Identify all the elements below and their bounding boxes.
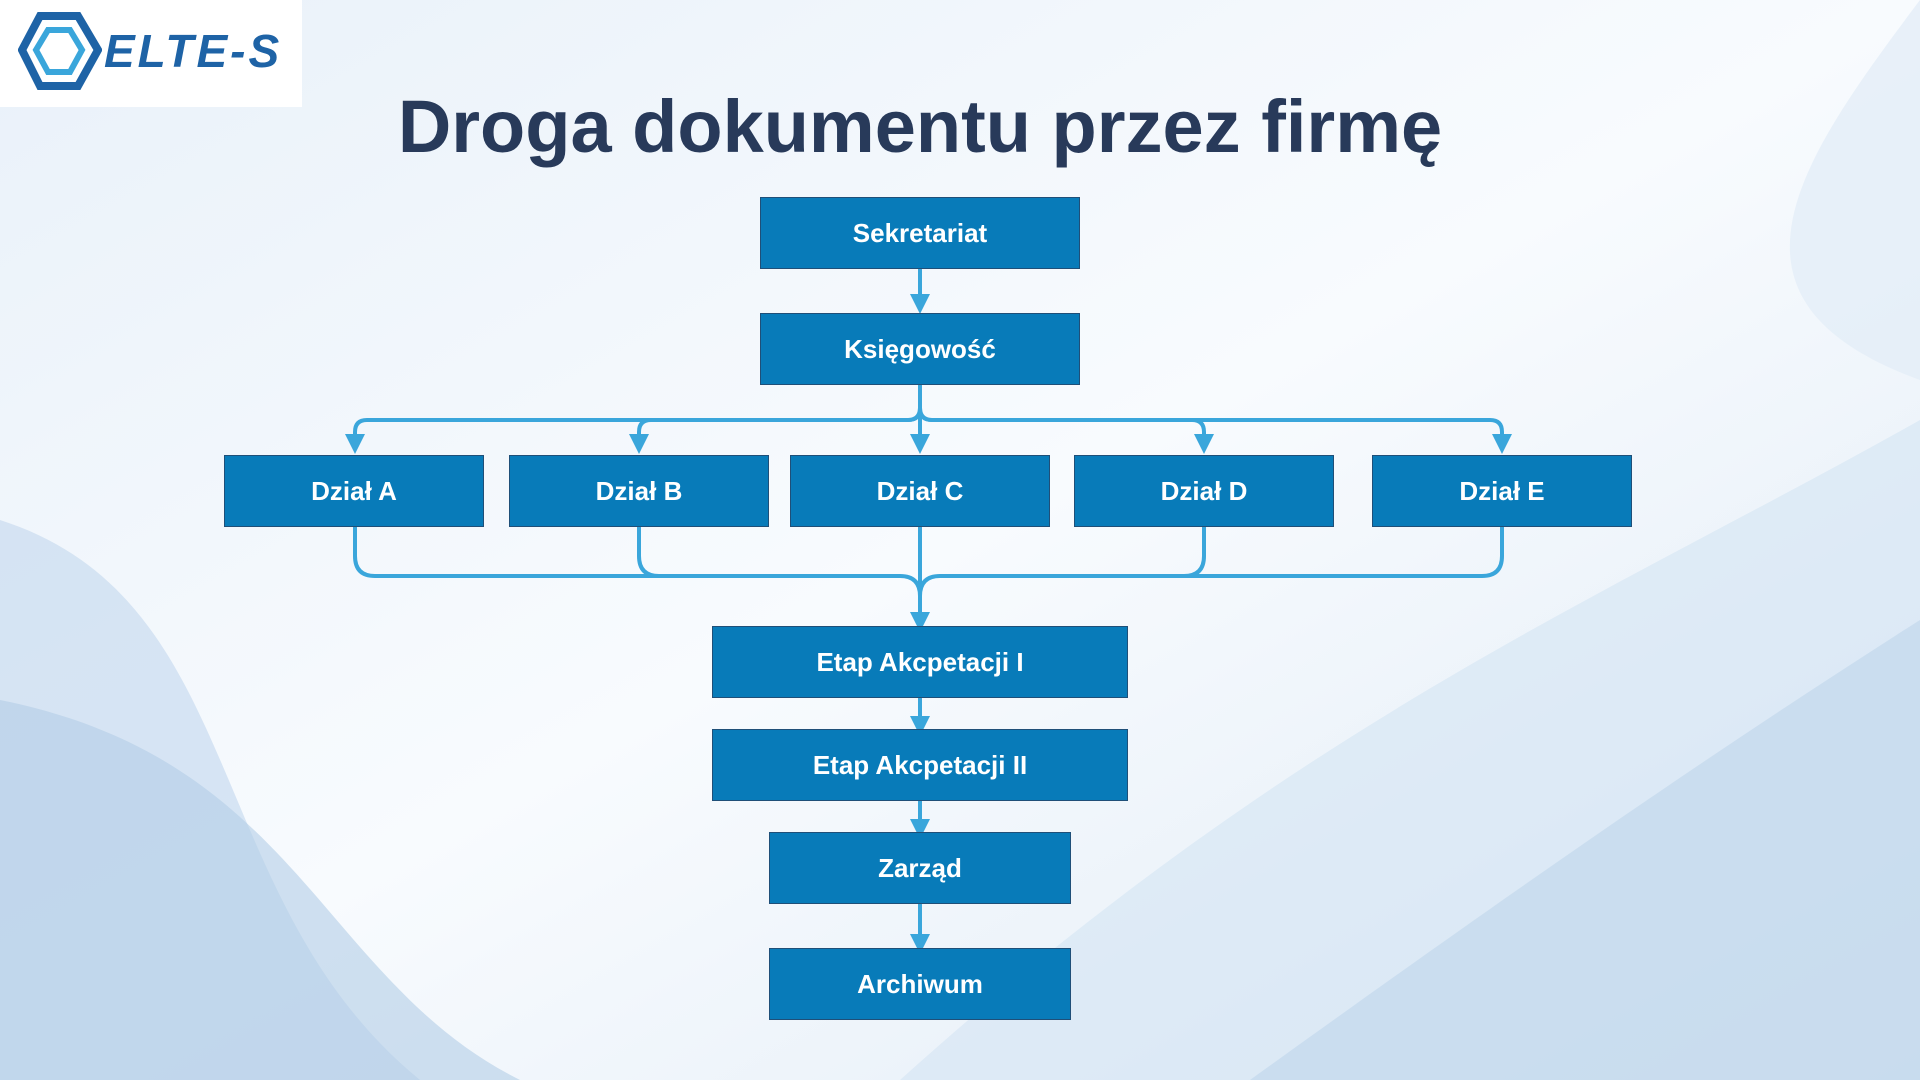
edge-ksiegowosc-dzial-b [629, 407, 922, 454]
node-dzial-b: Dział B [509, 455, 769, 527]
node-dzial-e: Dział E [1372, 455, 1632, 527]
edge-ksiegowosc-dzial-e [918, 407, 1512, 454]
node-archiwum: Archiwum [769, 948, 1071, 1020]
node-dzial-a: Dział A [224, 455, 484, 527]
node-dzial-d: Dział D [1074, 455, 1334, 527]
logo: ELTE-S [0, 0, 302, 107]
edge-dzial-d-akceptacja [940, 527, 1206, 578]
edge-dzial-a-akceptacja [353, 527, 922, 597]
node-etap-akceptacji-1: Etap Akcpetacji I [712, 626, 1128, 698]
node-dzial-c: Dział C [790, 455, 1050, 527]
hexagon-logo-icon [18, 12, 102, 90]
edge-dzial-e-akceptacja [918, 527, 1504, 597]
edge-ksiegowosc-dzial-d [918, 407, 1214, 454]
logo-text: ELTE-S [104, 25, 283, 77]
node-zarzad: Zarząd [769, 832, 1071, 904]
page-title: Droga dokumentu przez firmę [397, 85, 1443, 168]
edge-dzial-b-akceptacja [637, 527, 900, 578]
node-ksiegowosc: Księgowość [760, 313, 1080, 385]
node-etap-akceptacji-2: Etap Akcpetacji II [712, 729, 1128, 801]
node-sekretariat: Sekretariat [760, 197, 1080, 269]
